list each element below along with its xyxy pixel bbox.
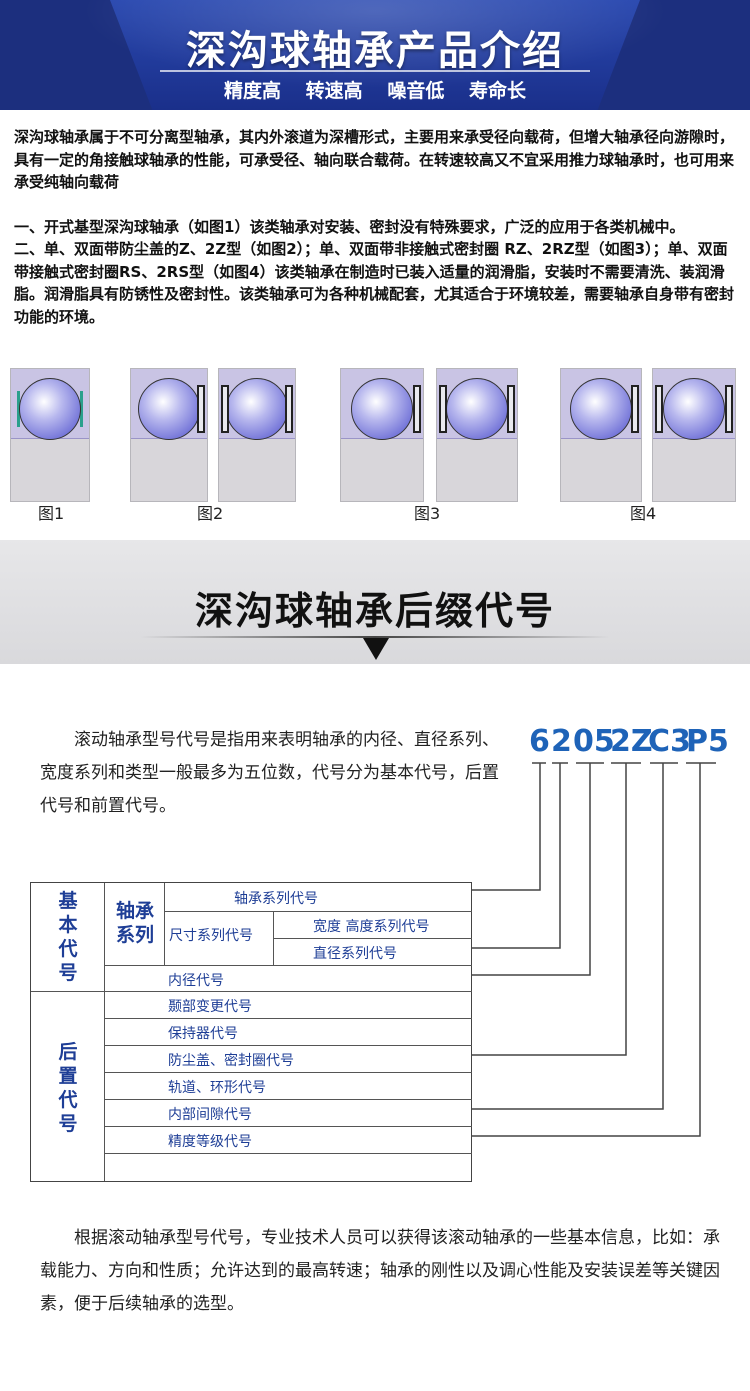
- code-part-seal: 2Z: [610, 724, 653, 759]
- intro-text: 深沟球轴承属于不可分离型轴承，其内外滚道为深槽形式，主要用来承受径向载荷，但增大…: [14, 126, 738, 328]
- suffix-row: 精度等级代号: [168, 1134, 252, 1150]
- suffix-code-label: 后置代号: [58, 1041, 78, 1135]
- intro-item-1: 一、开式基型深沟球轴承（如图1）该类轴承对安装、密封没有特殊要求，广泛的应用于各…: [14, 217, 685, 236]
- suffix-row: 保持器代号: [168, 1026, 238, 1042]
- size-series-code-cell: 尺寸系列代号: [169, 928, 253, 944]
- bearing-series-code-cell: 轴承系列代号: [234, 891, 318, 907]
- bearing-series-label: 轴承系列: [115, 900, 154, 946]
- footer-text: 根据滚动轴承型号代号，专业技术人员可以获得该滚动轴承的一些基本信息，比如：承载能…: [40, 1228, 720, 1314]
- diameter-code-cell: 直径系列代号: [313, 946, 397, 962]
- bearing-contact-double-image: [652, 368, 736, 502]
- bearing-noncontact-double-image: [436, 368, 518, 502]
- suffix-row: 内部间隙代号: [168, 1107, 252, 1123]
- bearing-figures: 图1 图2 图3 图4: [0, 360, 750, 530]
- bore-code-cell: 内径代号: [168, 973, 224, 989]
- figure-caption-1: 图1: [38, 504, 65, 523]
- header-banner: 深沟球轴承产品介绍 精度高 转速高 噪音低 寿命长: [0, 0, 750, 110]
- width-height-code-cell: 宽度 高度系列代号: [313, 919, 430, 935]
- figure-caption-2: 图2: [197, 504, 224, 523]
- suffix-row: 颞部变更代号: [168, 999, 252, 1015]
- feature-noise: 噪音低: [387, 80, 445, 102]
- bearing-contact-single-image: [560, 368, 642, 502]
- code-part-series: 2: [551, 724, 572, 759]
- arrow-down-icon: [363, 638, 389, 660]
- figure-caption-3: 图3: [414, 504, 441, 523]
- suffix-row: 防尘盖、密封圈代号: [168, 1053, 294, 1069]
- code-part-type: 6: [529, 724, 550, 759]
- code-part-bore: 05: [573, 724, 615, 759]
- section-title: 深沟球轴承后缀代号: [194, 589, 555, 633]
- bearing-shield-single-image: [130, 368, 208, 502]
- figure-caption-4: 图4: [630, 504, 657, 523]
- basic-code-label: 基本代号: [58, 890, 78, 984]
- header-shine: [0, 0, 750, 110]
- page-title: 深沟球轴承产品介绍: [186, 28, 564, 74]
- intro-paragraph: 深沟球轴承属于不可分离型轴承，其内外滚道为深槽形式，主要用来承受径向载荷，但增大…: [14, 128, 735, 191]
- code-description: 滚动轴承型号代号是指用来表明轴承的内径、直径系列、宽度系列和类型一般最多为五位数…: [40, 730, 499, 816]
- bearing-shield-double-image: [218, 368, 296, 502]
- section-band: 深沟球轴承后缀代号: [0, 540, 750, 664]
- feature-life: 寿命长: [468, 80, 526, 102]
- code-structure-table: 基本代号 轴承系列 后置代号 轴承系列代号 尺寸系列代号 宽度 高度系列代号 直…: [30, 882, 472, 1182]
- suffix-row: 轨道、环形代号: [168, 1080, 266, 1096]
- header-sweep: [110, 0, 640, 110]
- feature-speed: 转速高: [305, 80, 363, 102]
- section-divider: [140, 636, 610, 638]
- intro-item-2: 二、单、双面带防尘盖的Z、2Z型（如图2）；单、双面带非接触式密封圈 RZ、2R…: [14, 240, 735, 326]
- code-part-precision: P5: [686, 724, 729, 759]
- bearing-noncontact-single-image: [340, 368, 424, 502]
- bearing-open-image: [10, 368, 90, 502]
- feature-list: 精度高 转速高 噪音低 寿命长: [0, 76, 750, 103]
- feature-precision: 精度高: [224, 80, 282, 102]
- code-part-clearance: C3: [648, 724, 691, 759]
- header-divider: [160, 70, 590, 72]
